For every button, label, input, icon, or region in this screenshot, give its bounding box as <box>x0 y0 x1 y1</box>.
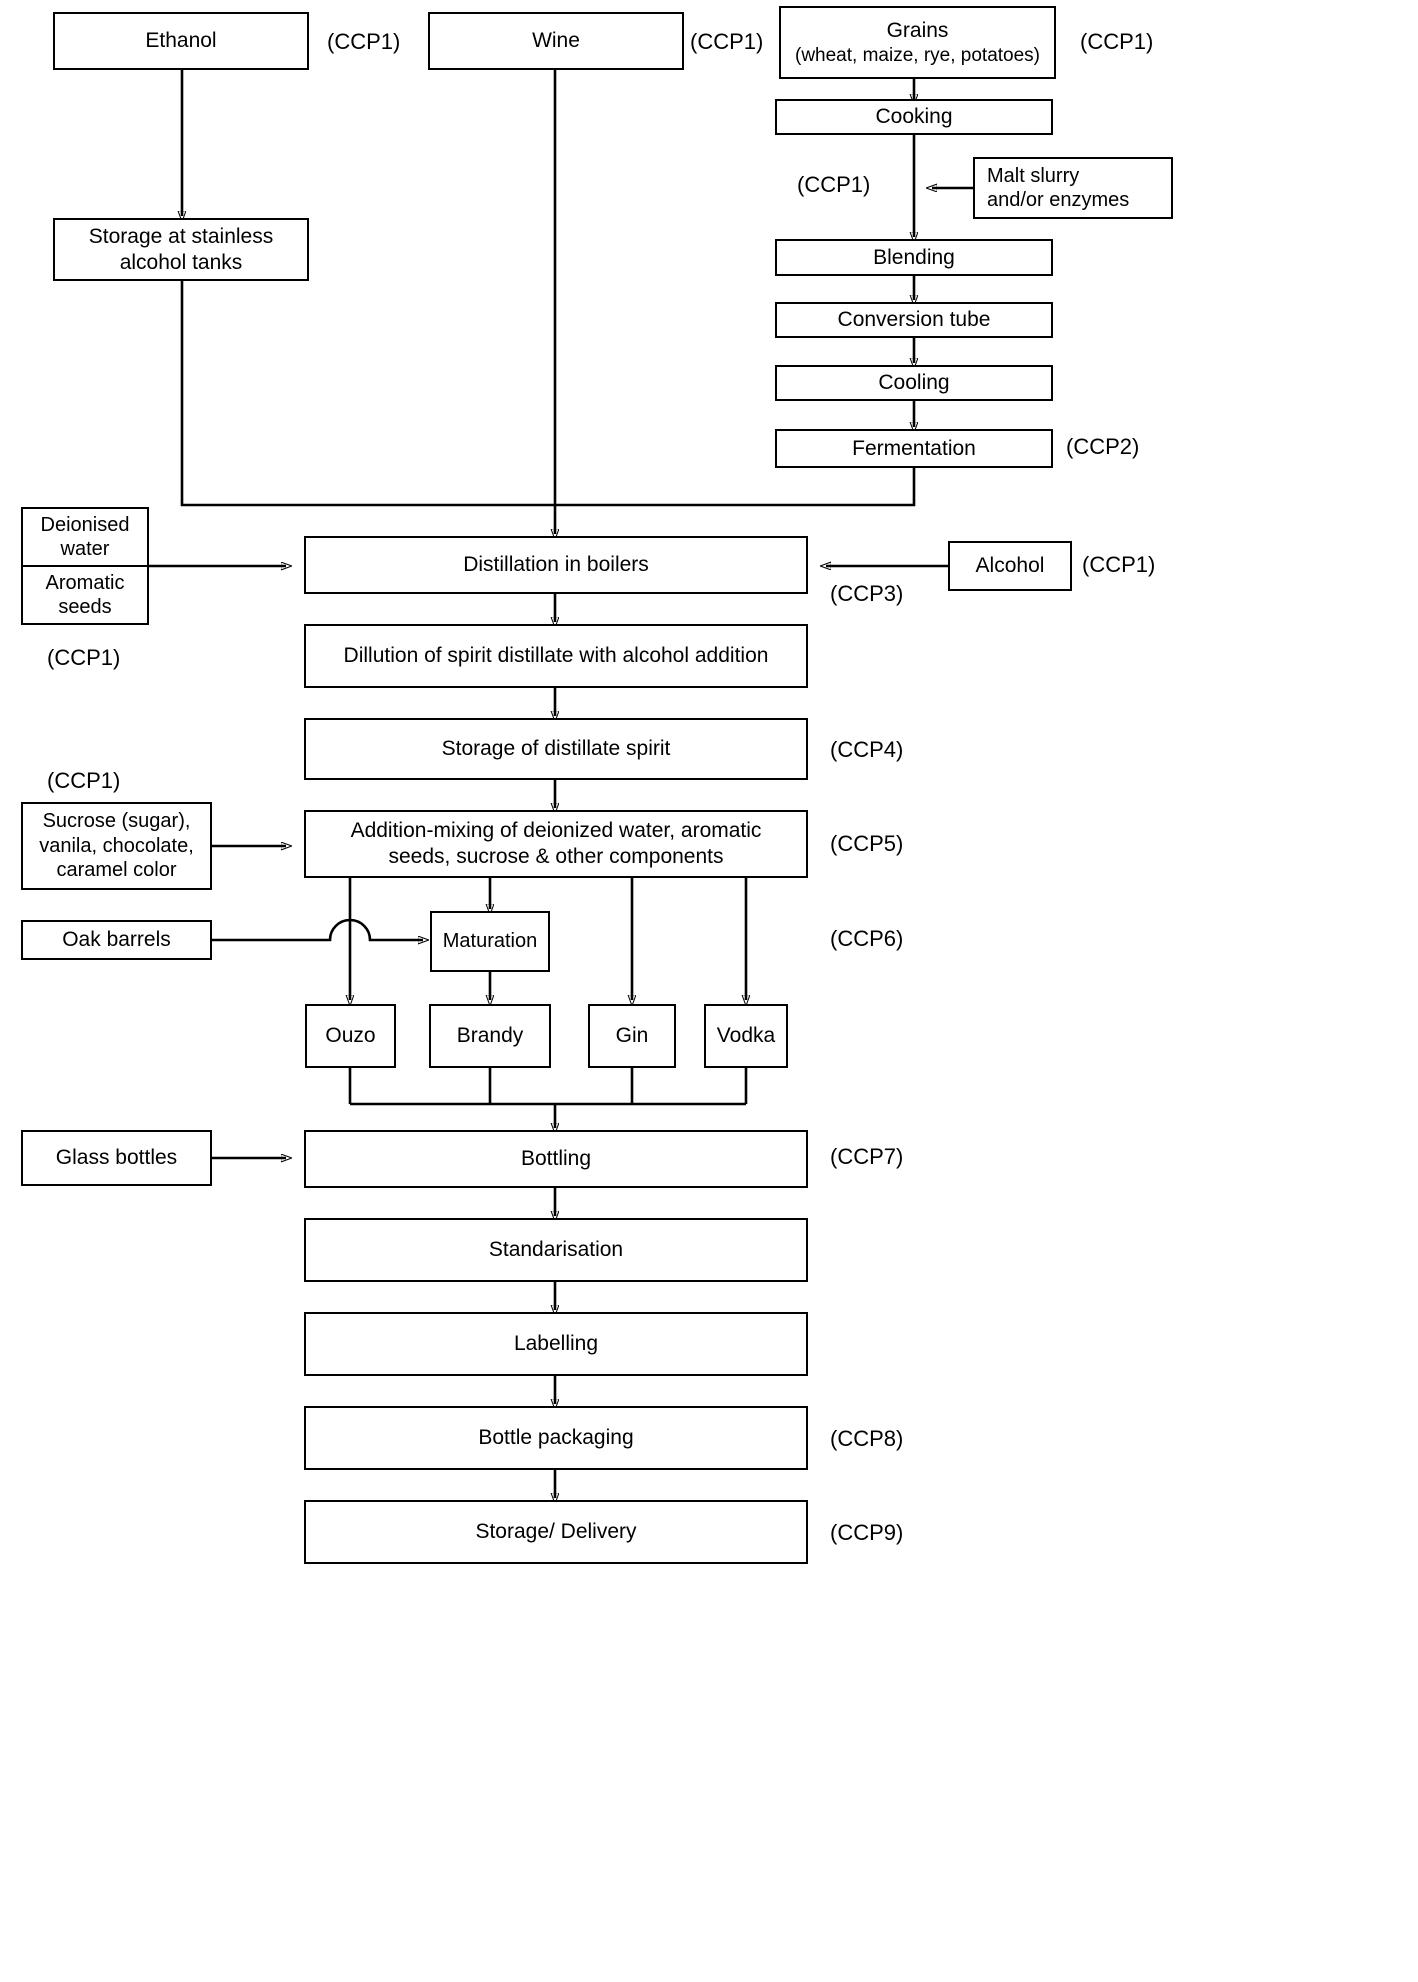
box-ouzo-label: Ouzo <box>325 1024 376 1048</box>
box-cooking-label: Cooking <box>875 105 953 129</box>
ccp-label-storage-delivery: (CCP9) <box>830 1520 904 1545</box>
box-distillation[interactable]: Distillation in boilers <box>304 536 808 594</box>
box-blending-label: Blending <box>873 245 955 269</box>
box-vodka-label: Vodka <box>716 1024 776 1048</box>
box-maturation-label: Maturation <box>442 930 538 953</box>
box-deionised-water-line2: water <box>60 538 110 560</box>
box-addition-mixing-line2: seeds, sucrose & other components <box>388 845 724 868</box>
box-blending[interactable]: Blending <box>775 239 1053 276</box>
box-dillution-label: Dillution of spirit distillate with alco… <box>343 644 769 668</box>
box-standarisation[interactable]: Standarisation <box>304 1218 808 1282</box>
box-malt-slurry-line1: Malt slurry <box>987 164 1080 187</box>
box-addition-mixing[interactable]: Addition-mixing of deionized water, arom… <box>304 810 808 878</box>
ccp-label-bottling: (CCP7) <box>830 1144 904 1169</box>
box-grains[interactable]: Grains (wheat, maize, rye, potatoes) <box>779 6 1056 79</box>
box-bottle-packaging-label: Bottle packaging <box>478 1426 634 1450</box>
box-bottle-packaging[interactable]: Bottle packaging <box>304 1406 808 1470</box>
box-deionised-water-aromatic-seeds[interactable]: Deionised water Aromatic seeds <box>21 507 149 625</box>
box-bottling-label: Bottling <box>520 1147 592 1171</box>
ccp-label-alcohol: (CCP1) <box>1082 552 1156 577</box>
box-cooling-label: Cooling <box>878 371 950 395</box>
box-gin-label: Gin <box>615 1024 649 1048</box>
box-sucrose-line3: caramel color <box>56 859 177 882</box>
box-gin[interactable]: Gin <box>588 1004 676 1068</box>
box-aromatic-seeds-line1: Aromatic <box>45 572 125 594</box>
ccp-label-wine: (CCP1) <box>690 29 764 54</box>
box-grains-subtitle: (wheat, maize, rye, potatoes) <box>795 44 1040 66</box>
box-wine-label: Wine <box>532 29 580 53</box>
ccp-label-storage-distillate: (CCP4) <box>830 737 904 762</box>
box-alcohol[interactable]: Alcohol <box>948 541 1072 591</box>
box-distillation-label: Distillation in boilers <box>463 553 649 577</box>
box-storage-distillate[interactable]: Storage of distillate spirit <box>304 718 808 780</box>
box-bottling[interactable]: Bottling <box>304 1130 808 1188</box>
ccp-label-sucrose: (CCP1) <box>47 768 121 793</box>
box-sucrose-line2: vanila, chocolate, <box>39 834 194 857</box>
box-standarisation-label: Standarisation <box>488 1238 624 1262</box>
box-ouzo[interactable]: Ouzo <box>305 1004 396 1068</box>
box-conversion-tube[interactable]: Conversion tube <box>775 302 1053 338</box>
box-grains-title: Grains <box>886 19 949 43</box>
box-storage-delivery[interactable]: Storage/ Delivery <box>304 1500 808 1564</box>
box-storage-distillate-label: Storage of distillate spirit <box>441 737 671 761</box>
box-deionised-water-line1: Deionised <box>40 514 130 536</box>
box-maturation[interactable]: Maturation <box>430 911 550 972</box>
box-glass-bottles-label: Glass bottles <box>55 1146 178 1170</box>
box-aromatic-seeds[interactable]: Aromatic seeds <box>23 567 147 623</box>
box-brandy[interactable]: Brandy <box>429 1004 551 1068</box>
ccp-label-fermentation: (CCP2) <box>1066 434 1140 459</box>
box-storage-alcohol-tanks-line1: Storage at stainless <box>88 224 274 248</box>
ccp-label-ethanol: (CCP1) <box>327 29 401 54</box>
box-alcohol-label: Alcohol <box>975 554 1045 578</box>
box-oak-barrels-label: Oak barrels <box>62 928 171 952</box>
box-deionised-water[interactable]: Deionised water <box>23 509 147 567</box>
box-brandy-label: Brandy <box>456 1024 524 1048</box>
ccp-label-addition-mixing: (CCP5) <box>830 831 904 856</box>
ccp-label-aromatic-seeds: (CCP1) <box>47 645 121 670</box>
box-storage-alcohol-tanks[interactable]: Storage at stainless alcohol tanks <box>53 218 309 281</box>
box-addition-mixing-line1: Addition-mixing of deionized water, arom… <box>350 819 762 843</box>
box-ethanol-label: Ethanol <box>145 29 217 53</box>
box-conversion-tube-label: Conversion tube <box>837 308 991 332</box>
box-cooling[interactable]: Cooling <box>775 365 1053 401</box>
box-vodka[interactable]: Vodka <box>704 1004 788 1068</box>
box-dillution[interactable]: Dillution of spirit distillate with alco… <box>304 624 808 688</box>
box-malt-slurry-line2: and/or enzymes <box>987 189 1130 211</box>
ccp-label-maturation: (CCP6) <box>830 926 904 951</box>
box-glass-bottles[interactable]: Glass bottles <box>21 1130 212 1186</box>
box-storage-alcohol-tanks-line2: alcohol tanks <box>119 250 243 274</box>
box-wine[interactable]: Wine <box>428 12 684 70</box>
ccp-label-blending: (CCP1) <box>797 172 871 197</box>
ccp-label-distillation: (CCP3) <box>830 581 904 606</box>
box-fermentation[interactable]: Fermentation <box>775 429 1053 468</box>
box-sucrose[interactable]: Sucrose (sugar), vanila, chocolate, cara… <box>21 802 212 890</box>
ccp-label-bottle-packaging: (CCP8) <box>830 1426 904 1451</box>
box-storage-delivery-label: Storage/ Delivery <box>475 1520 637 1544</box>
box-cooking[interactable]: Cooking <box>775 99 1053 135</box>
box-sucrose-line1: Sucrose (sugar), <box>42 810 191 833</box>
box-labelling-label: Labelling <box>513 1332 599 1356</box>
box-aromatic-seeds-line2: seeds <box>58 596 112 618</box>
box-oak-barrels[interactable]: Oak barrels <box>21 920 212 960</box>
box-ethanol[interactable]: Ethanol <box>53 12 309 70</box>
ccp-label-grains: (CCP1) <box>1080 29 1154 54</box>
box-fermentation-label: Fermentation <box>852 436 976 460</box>
box-labelling[interactable]: Labelling <box>304 1312 808 1376</box>
box-malt-slurry[interactable]: Malt slurry and/or enzymes <box>973 157 1173 219</box>
